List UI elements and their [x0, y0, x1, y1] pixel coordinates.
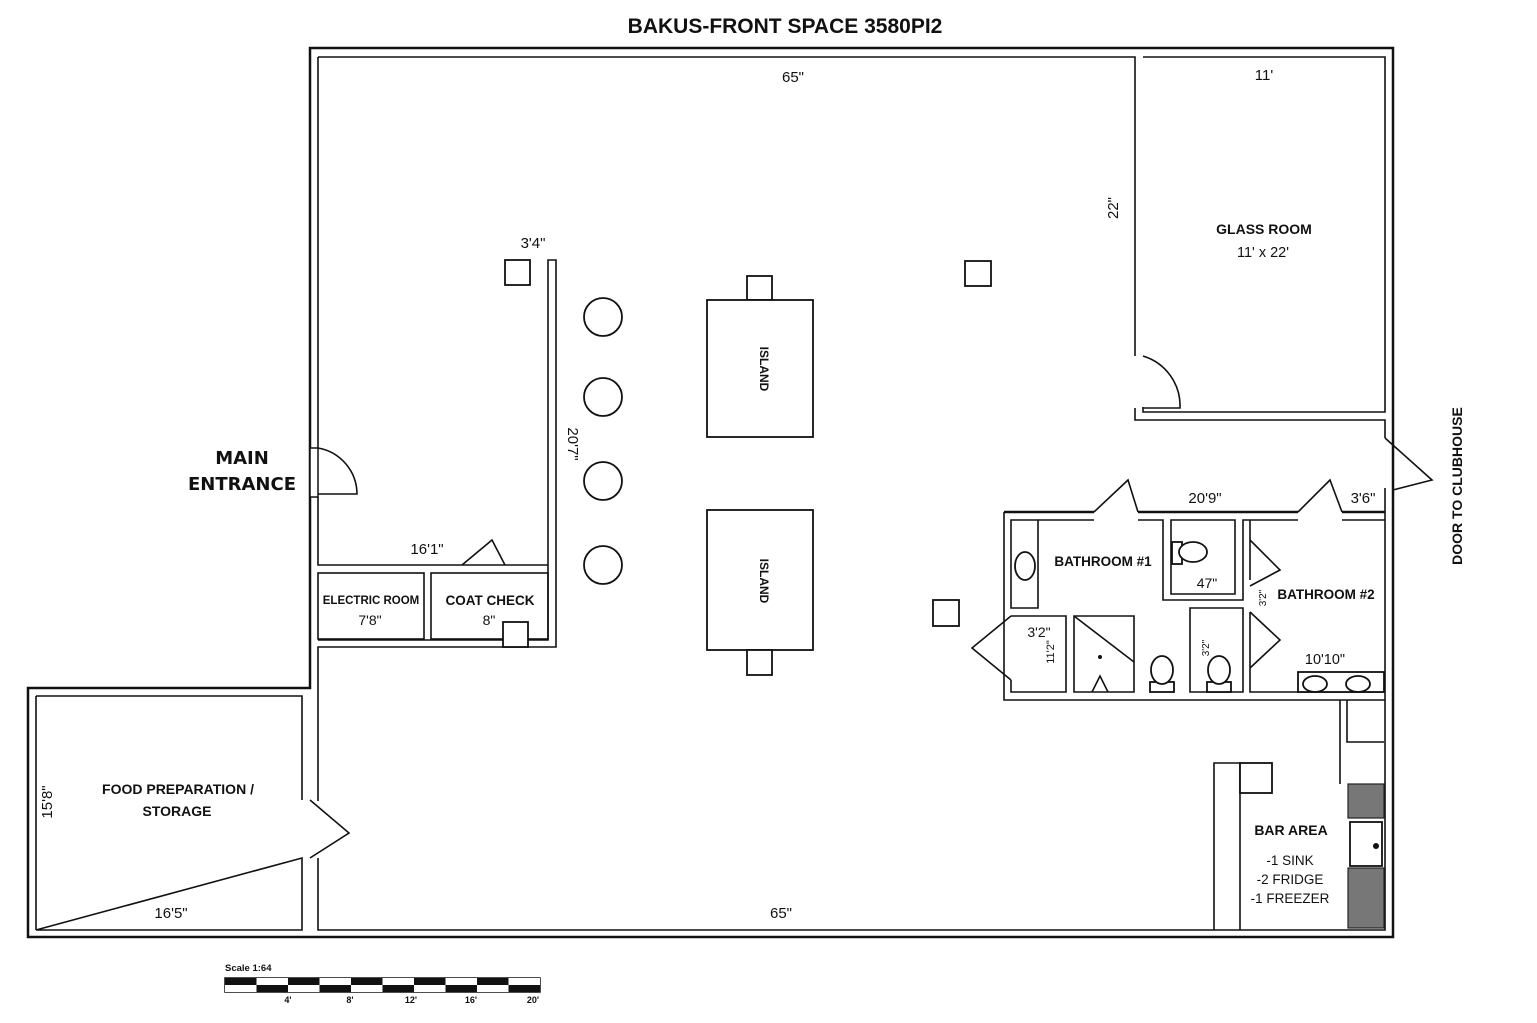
scale-segment-top	[414, 978, 446, 985]
island-bottom	[706, 509, 814, 676]
glass-room-label: GLASS ROOM	[1216, 221, 1312, 237]
scale-segment-top	[477, 978, 509, 985]
scale-tick-8: 8'	[346, 995, 353, 1005]
bathroom2-label: BATHROOM #2	[1277, 587, 1374, 602]
dim-front-wall: 16'1"	[410, 541, 443, 558]
coat-check	[430, 538, 549, 640]
glass-room-size: 11' x 22'	[1237, 245, 1289, 261]
scale-segment-bottom	[256, 985, 288, 992]
outer-walls	[26, 46, 1395, 939]
clubhouse-door[interactable]	[1384, 437, 1434, 491]
dim-bath2-stall: 3'2"	[1201, 639, 1212, 656]
dim-bath1-closet-w: 3'2"	[1027, 624, 1050, 640]
scale-segment-bottom	[288, 985, 320, 992]
bar-area-label: BAR AREA	[1254, 822, 1327, 838]
dim-bath2-width: 10'10"	[1305, 652, 1345, 668]
plan-title: BAKUS-FRONT SPACE 3580PI2	[628, 15, 943, 38]
bar-item-sink: -1 SINK	[1266, 853, 1313, 868]
scale-tick-20: 20'	[527, 995, 539, 1005]
scale-label: Scale 1:64	[225, 963, 272, 974]
dimension-labels: 65" 65" 11' 22" 3'4" 20'7" 16'1" 20'9" 3…	[39, 67, 1375, 922]
island-bottom-label: ISLAND	[757, 559, 771, 604]
scale-tick-12: 12'	[405, 995, 417, 1005]
dim-bath-wall: 20'9"	[1188, 490, 1221, 507]
scale-segment-bottom	[477, 985, 509, 992]
scale-segment-top	[319, 978, 351, 985]
column-posts	[502, 259, 992, 648]
glass-room-door[interactable]	[1142, 355, 1181, 409]
entrance-label-line1: MAIN	[215, 448, 269, 469]
dim-glass-width: 11'	[1255, 67, 1274, 84]
scale-segment-top	[256, 978, 288, 985]
electric-room	[317, 572, 425, 640]
dim-bottom-width: 65"	[770, 905, 792, 922]
food-prep-label-line2: STORAGE	[143, 803, 212, 819]
scale-segment-bottom	[382, 985, 414, 992]
bar-stools	[583, 297, 623, 585]
scale-segment-top	[351, 978, 383, 985]
dim-door-width: 3'6"	[1351, 490, 1376, 507]
scale-bar: Scale 1:64 4' 8' 12' 16' 20'	[224, 963, 541, 1005]
food-prep-door[interactable]	[309, 799, 351, 859]
coat-check-size: 8"	[483, 612, 496, 628]
scale-segment-top	[288, 978, 320, 985]
scale-segment-bottom	[445, 985, 477, 992]
dim-food-width: 16'5"	[154, 905, 187, 922]
dim-bar-wall-length: 20'7"	[564, 427, 581, 460]
scale-tick-16: 16'	[465, 995, 477, 1005]
bathroom1-label: BATHROOM #1	[1054, 554, 1152, 569]
scale-segment-top	[508, 978, 540, 985]
dim-bath1-closet-h: 11'2"	[1045, 640, 1057, 664]
scale-segment-bottom	[351, 985, 383, 992]
scale-segment-top	[445, 978, 477, 985]
scale-segment-bottom	[414, 985, 446, 992]
bar-item-freezer: -1 FREEZER	[1251, 891, 1330, 906]
scale-segment-top	[382, 978, 414, 985]
dim-bar-wall-top: 3'4"	[521, 235, 546, 252]
bar-item-fridge: -2 FRIDGE	[1257, 872, 1324, 887]
dim-top-width: 65"	[782, 69, 804, 86]
scale-tick-4: 4'	[284, 995, 291, 1005]
electric-room-label: ELECTRIC ROOM	[323, 595, 419, 607]
scale-segment-bottom	[225, 985, 257, 992]
main-entrance-door[interactable]	[309, 447, 358, 498]
island-top-label: ISLAND	[757, 347, 771, 392]
bar-area	[1213, 700, 1385, 930]
coat-check-label: COAT CHECK	[446, 593, 535, 608]
scale-segment-bottom	[319, 985, 351, 992]
dim-bath2-side: 3'2"	[1258, 589, 1269, 606]
island-top	[706, 275, 814, 438]
dim-bath-47: 47"	[1197, 575, 1218, 591]
entrance-label-line2: ENTRANCE	[188, 474, 296, 495]
scale-segment-bottom	[508, 985, 540, 992]
clubhouse-door-label: DOOR TO CLUBHOUSE	[1449, 407, 1465, 565]
food-prep-label-line1: FOOD PREPARATION /	[102, 781, 254, 797]
electric-room-size: 7'8"	[358, 612, 381, 628]
dim-glass-height: 22"	[1105, 197, 1122, 219]
bathrooms-block	[970, 478, 1385, 701]
dim-food-height: 15'8"	[39, 785, 56, 818]
scale-segment-top	[225, 978, 257, 985]
